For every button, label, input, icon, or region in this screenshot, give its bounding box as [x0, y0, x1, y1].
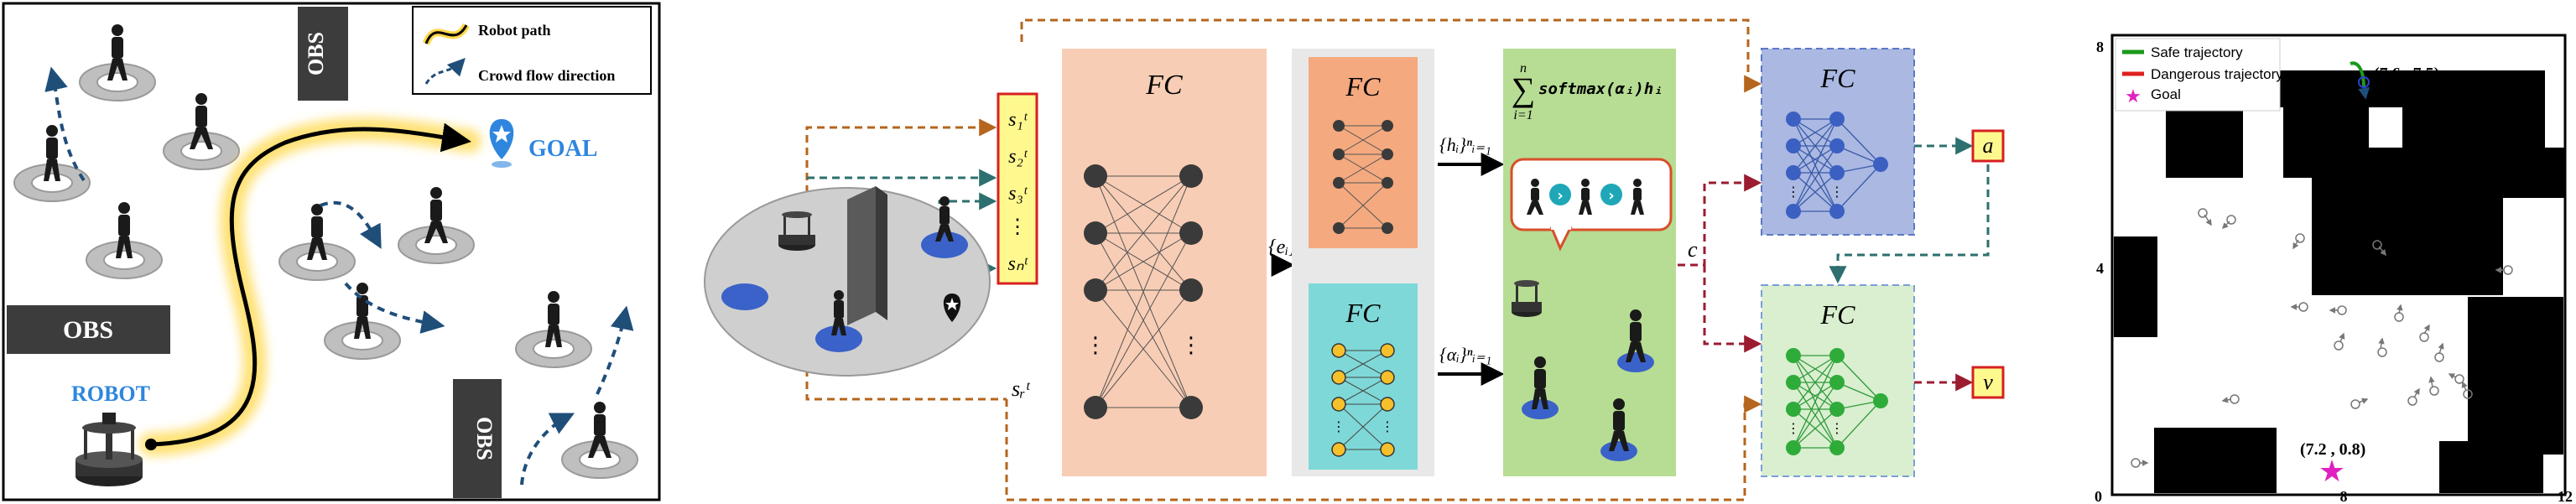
sum-lower: i=1 [1513, 108, 1533, 122]
state-s2: s₂ᵗ [1008, 146, 1028, 168]
legend-safe-trajectory: Safe trajectory [2151, 44, 2243, 60]
legend-robot-path: Robot path [478, 22, 551, 39]
state-s1: s₁ᵗ [1008, 109, 1028, 131]
value-head-block: FC ⋮ ⋮ [1761, 284, 1915, 477]
goal-label: GOAL [528, 136, 597, 162]
embedding-fc-label: FC [1145, 70, 1183, 101]
start-annotation: (7.6 , 7.5) [2374, 65, 2439, 83]
obstacle-bottom [453, 379, 502, 498]
svg-text:⋮: ⋮ [1787, 420, 1800, 436]
svg-text:∑: ∑ [1512, 70, 1536, 108]
value-output-box [1971, 366, 2005, 399]
policy-head-block: FC ⋮ ⋮ [1761, 48, 1915, 236]
map-agents [2131, 208, 2513, 468]
state-s3: s₃ᵗ [1008, 183, 1028, 205]
svg-text:⋮: ⋮ [1332, 418, 1345, 434]
trajectory-legend: Safe trajectory Dangerous trajectory ★ G… [2115, 38, 2283, 112]
robot-label: ROBOT [71, 382, 150, 406]
obstacle-left [7, 305, 170, 354]
pedestrian-figures [44, 24, 611, 458]
svg-text:⋮: ⋮ [1830, 420, 1844, 436]
ytick-4: 4 [2096, 260, 2104, 277]
relation-arrow-icon [1600, 184, 1622, 205]
goal-star-legend-icon: ★ [2125, 86, 2141, 107]
xtick-0: 0 [2095, 488, 2102, 504]
hidden-mlp-block: FC [1309, 57, 1418, 248]
hidden-fc-label: FC [1345, 71, 1382, 101]
crowd-flow-legend-icon [424, 57, 466, 85]
trajectory-map-panel: Safe trajectory Dangerous trajectory ★ G… [2095, 34, 2573, 504]
attention-pooling-block: n ∑ i=1 softmax(αᵢ)hᵢ › › [1503, 49, 1676, 476]
attention-mlp-block: FC ⋮ ⋮ [1309, 283, 1418, 470]
network-diagram-panel: sᵣᵗ [704, 18, 2005, 501]
safe-trajectory-path [2350, 61, 2365, 88]
context-label: c [1688, 237, 1698, 262]
action-output-box [1971, 129, 2005, 163]
state-dots: ⋮ [1007, 216, 1028, 238]
value-output-label: v [1983, 370, 1993, 394]
crowd-scene-panel: OBS OBS OBS Robot path Crowd flow direct… [2, 2, 661, 501]
mini-goal-pin-icon [943, 294, 961, 322]
value-fc-label: FC [1820, 299, 1856, 330]
svg-text:⋮: ⋮ [1381, 418, 1394, 434]
xtick-12: 12 [2558, 488, 2573, 504]
embedding-fc-block: FC ⋮ ⋮ [1062, 49, 1267, 476]
hidden-label: {hᵢ}ⁿᵢ₌₁ [1439, 134, 1491, 155]
state-vector: s₁ᵗ s₂ᵗ s₃ᵗ ⋮ sₙᵗ [997, 92, 1038, 285]
svg-text:⋮: ⋮ [1085, 333, 1106, 358]
goal-pin-icon [489, 119, 514, 168]
goal-annotation: (7.2 , 0.8) [2300, 440, 2365, 459]
xtick-8: 8 [2340, 488, 2348, 504]
obstacle-bottom-label: OBS [472, 417, 497, 460]
robot-state-label: sᵣᵗ [1012, 377, 1031, 401]
svg-text:›: › [1608, 187, 1614, 205]
ytick-8: 8 [2096, 39, 2104, 55]
svg-text:⋮: ⋮ [1830, 184, 1844, 200]
obstacle-top [298, 7, 348, 101]
softmax-expression: softmax(αᵢ)hᵢ [1538, 80, 1663, 98]
state-sn: sₙᵗ [1008, 253, 1029, 275]
svg-text:›: › [1557, 187, 1563, 205]
attention-weights-label: {αᵢ}ⁿᵢ₌₁ [1439, 344, 1491, 365]
obstacle-top-label: OBS [304, 32, 328, 75]
action-output-label: a [1983, 133, 1994, 158]
svg-text:⋮: ⋮ [1180, 333, 1202, 358]
legend-crowd-flow: Crowd flow direction [478, 67, 615, 84]
robot-icon [75, 413, 143, 486]
policy-fc-label: FC [1820, 63, 1856, 93]
scene-legend: Robot path Crowd flow direction [412, 6, 652, 95]
crowd-flow-arrows [44, 66, 634, 486]
robot-path [150, 122, 471, 447]
svg-text:⋮: ⋮ [1787, 184, 1800, 200]
relation-arrow-icon [1549, 184, 1571, 205]
obstacle-left-label: OBS [63, 316, 113, 344]
sum-upper: n [1520, 61, 1527, 75]
legend-goal: Goal [2151, 86, 2181, 102]
attention-fc-label: FC [1345, 298, 1382, 328]
legend-dangerous-trajectory: Dangerous trajectory [2151, 66, 2283, 82]
mini-scene [704, 186, 991, 377]
goal-star-icon: ★ [2318, 455, 2345, 489]
